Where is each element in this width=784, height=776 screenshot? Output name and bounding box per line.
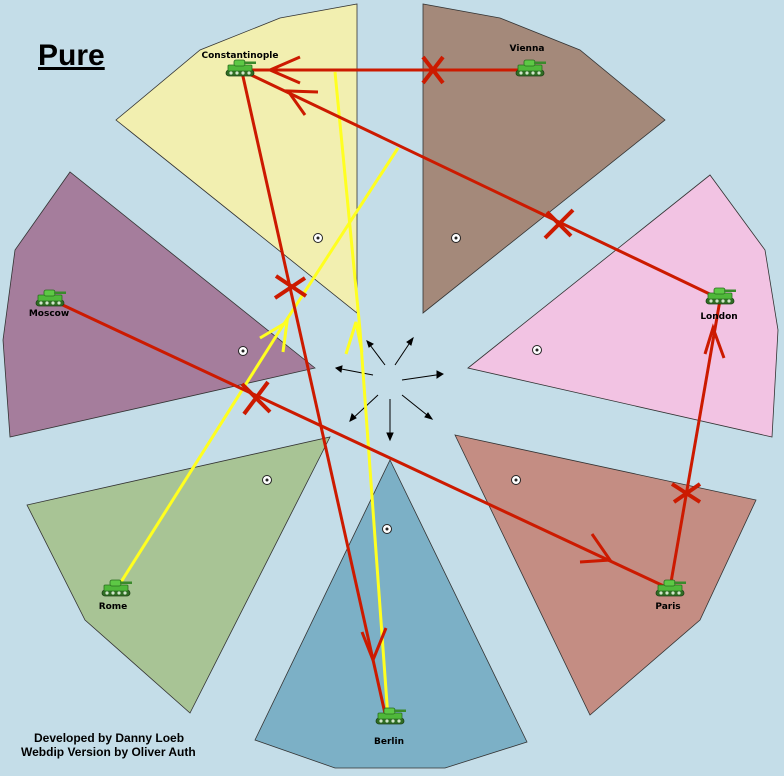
supply-center-icon: [313, 233, 323, 243]
move-order-london-constantinople: [244, 70, 719, 300]
credit-webdip: Webdip Version by Oliver Auth: [21, 745, 196, 759]
center-arrows-icon: [334, 336, 444, 442]
territory-paris[interactable]: [454, 434, 757, 716]
support-order-berlin: [333, 71, 390, 719]
territory-rome[interactable]: [26, 436, 331, 714]
move-order-vienna-constantinople: [240, 55, 520, 85]
label-paris: Paris: [655, 602, 680, 612]
label-rome: Rome: [99, 602, 128, 612]
label-moscow: Moscow: [29, 309, 69, 319]
support-order-rome: [114, 147, 400, 591]
territory-moscow[interactable]: [2, 171, 316, 438]
territory-berlin[interactable]: [254, 459, 528, 769]
label-berlin: Berlin: [374, 737, 404, 747]
move-order-constantinople-berlin: [240, 71, 388, 719]
map-title: Pure: [38, 39, 105, 72]
label-london: London: [700, 312, 737, 322]
territory-vienna[interactable]: [422, 3, 666, 314]
territory-london[interactable]: [467, 174, 779, 438]
move-order-paris-london: [668, 299, 726, 589]
supply-center-icon: [451, 233, 461, 243]
supply-center-icon: [262, 475, 272, 485]
supply-center-icon: [511, 475, 521, 485]
credit-developer: Developed by Danny Loeb: [34, 731, 184, 745]
supply-center-icon: [532, 345, 542, 355]
supply-center-icon: [238, 346, 248, 356]
label-constantinople: Constantinople: [202, 51, 279, 61]
label-vienna: Vienna: [510, 44, 545, 54]
supply-center-icon: [382, 524, 392, 534]
move-order-moscow-paris: [51, 298, 669, 590]
